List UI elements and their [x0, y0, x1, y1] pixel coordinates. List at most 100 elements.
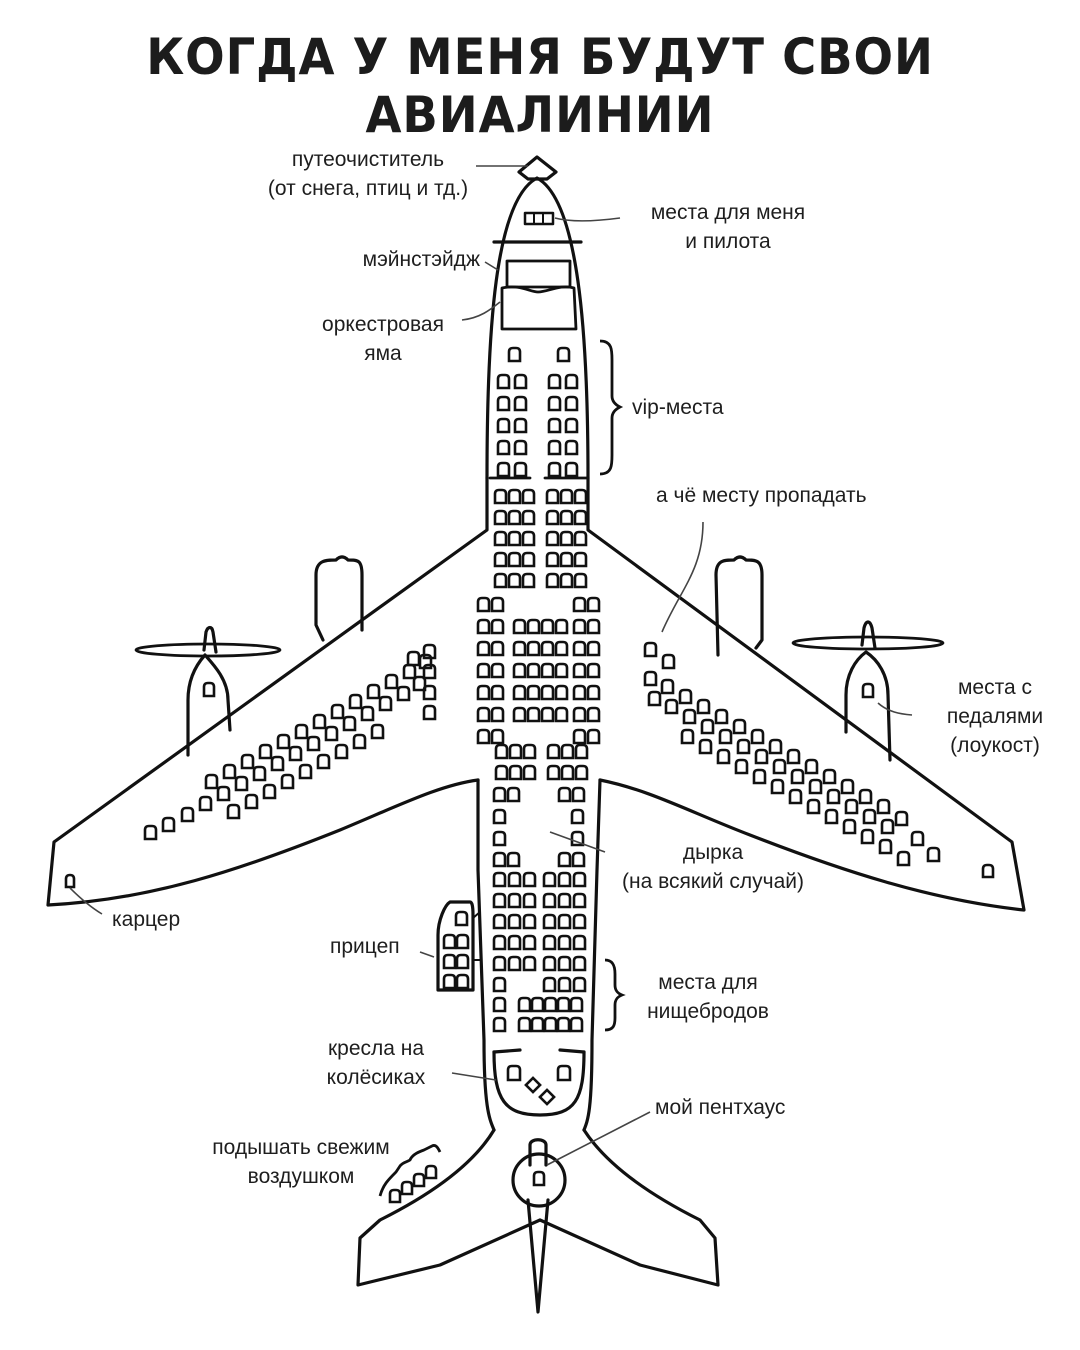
seat-icon — [507, 892, 522, 909]
wheel-chair-icon — [506, 1064, 522, 1082]
label-lockup: карцер — [112, 905, 180, 934]
seat-icon — [522, 955, 537, 972]
seat-icon — [521, 488, 536, 505]
seat-icon — [507, 934, 522, 951]
leader-orchestra — [461, 301, 501, 321]
label-mainstage: мэйнстэйдж — [300, 245, 480, 274]
seat-icon — [512, 640, 527, 657]
seat-icon — [494, 764, 509, 781]
cheap-seat-icon — [542, 976, 557, 993]
seat-icon — [490, 618, 505, 635]
label-line: и пилота — [685, 230, 771, 253]
fresh-air-seat-icon — [388, 1188, 402, 1204]
vip-seat-icon — [547, 439, 562, 456]
seat-icon — [844, 798, 859, 815]
trailer-seat-icon — [455, 953, 470, 970]
seat-icon — [540, 662, 555, 679]
seat-icon — [546, 764, 561, 781]
seat-icon — [422, 704, 437, 721]
seat-icon — [643, 641, 658, 658]
seat-icon — [378, 695, 393, 712]
seat-icon — [507, 530, 522, 547]
seat-icon — [492, 830, 507, 847]
label-cheap-seats: места для нищебродов — [628, 968, 788, 1026]
seat-icon — [490, 662, 505, 679]
seat-icon — [476, 618, 491, 635]
seat-icon — [770, 778, 785, 795]
seat-icon — [572, 596, 587, 613]
vip-seat-icon — [547, 461, 562, 478]
seat-icon — [522, 764, 537, 781]
seat-icon — [788, 788, 803, 805]
label-line: места с — [957, 676, 1032, 699]
seat-icon — [574, 764, 589, 781]
seat-icon — [507, 509, 522, 526]
seat-icon — [790, 768, 805, 785]
leader-mainstage — [484, 261, 499, 271]
seat-icon — [352, 733, 367, 750]
seat-icon — [507, 488, 522, 505]
fuselage-left-rear — [476, 778, 496, 1132]
seat-icon — [573, 572, 588, 589]
label-line: места для меня — [650, 201, 806, 224]
seat-icon — [492, 955, 507, 972]
seat-icon — [682, 708, 697, 725]
seat-icon — [559, 572, 574, 589]
seat-icon — [808, 778, 823, 795]
leader-trailer — [419, 951, 435, 958]
label-pedal-seats: места с педалями (лоукост) — [920, 673, 1070, 760]
seat-icon — [342, 715, 357, 732]
label-orchestra-pit: оркестровая яма — [298, 310, 468, 368]
seat-icon — [643, 670, 658, 687]
seat-icon — [244, 793, 259, 810]
seat-icon — [512, 706, 527, 723]
seat-icon — [557, 955, 572, 972]
seat-icon — [804, 758, 819, 775]
seat-icon — [294, 723, 309, 740]
propeller-left — [134, 642, 282, 658]
seat-icon — [512, 662, 527, 679]
vip-seat-icon — [513, 373, 528, 390]
seat-icon — [586, 728, 601, 745]
seat-icon — [161, 816, 176, 833]
seat-icon — [422, 663, 437, 680]
seat-icon — [522, 743, 537, 760]
seat-icon — [490, 596, 505, 613]
seat-icon — [143, 824, 158, 841]
vip-seat-icon — [496, 417, 511, 434]
seat-icon — [316, 753, 331, 770]
trailer-seat-icon — [454, 910, 469, 927]
seat-icon — [540, 640, 555, 657]
seat-icon — [586, 706, 601, 723]
label-vip: vip-места — [632, 393, 724, 422]
seat-icon — [586, 662, 601, 679]
seat-icon — [786, 748, 801, 765]
seat-icon — [572, 934, 587, 951]
cheap-seat-icon — [572, 976, 587, 993]
seat-icon — [493, 509, 508, 526]
seat-icon — [586, 640, 601, 657]
seat-icon — [573, 530, 588, 547]
seat-icon — [772, 758, 787, 775]
seat-icon — [698, 738, 713, 755]
cowcatcher-icon — [517, 155, 558, 181]
seat-icon — [878, 838, 893, 855]
vip-seat-icon — [547, 417, 562, 434]
trailer-seat-icon — [455, 973, 470, 990]
seat-icon — [559, 509, 574, 526]
seat-icon — [493, 551, 508, 568]
seat-icon — [571, 851, 586, 868]
label-line: места для — [658, 971, 758, 994]
label-line: колёсиках — [326, 1066, 426, 1089]
wheel-chair-icon — [524, 1076, 542, 1094]
seat-icon — [572, 913, 587, 930]
vip-seat-icon — [564, 373, 579, 390]
seat-icon — [493, 572, 508, 589]
seat-icon — [370, 723, 385, 740]
seat-icon — [476, 662, 491, 679]
leader-pedal — [877, 702, 913, 716]
vip-seat-icon — [496, 439, 511, 456]
label-line: кресла на — [327, 1037, 425, 1060]
seat-icon — [571, 786, 586, 803]
